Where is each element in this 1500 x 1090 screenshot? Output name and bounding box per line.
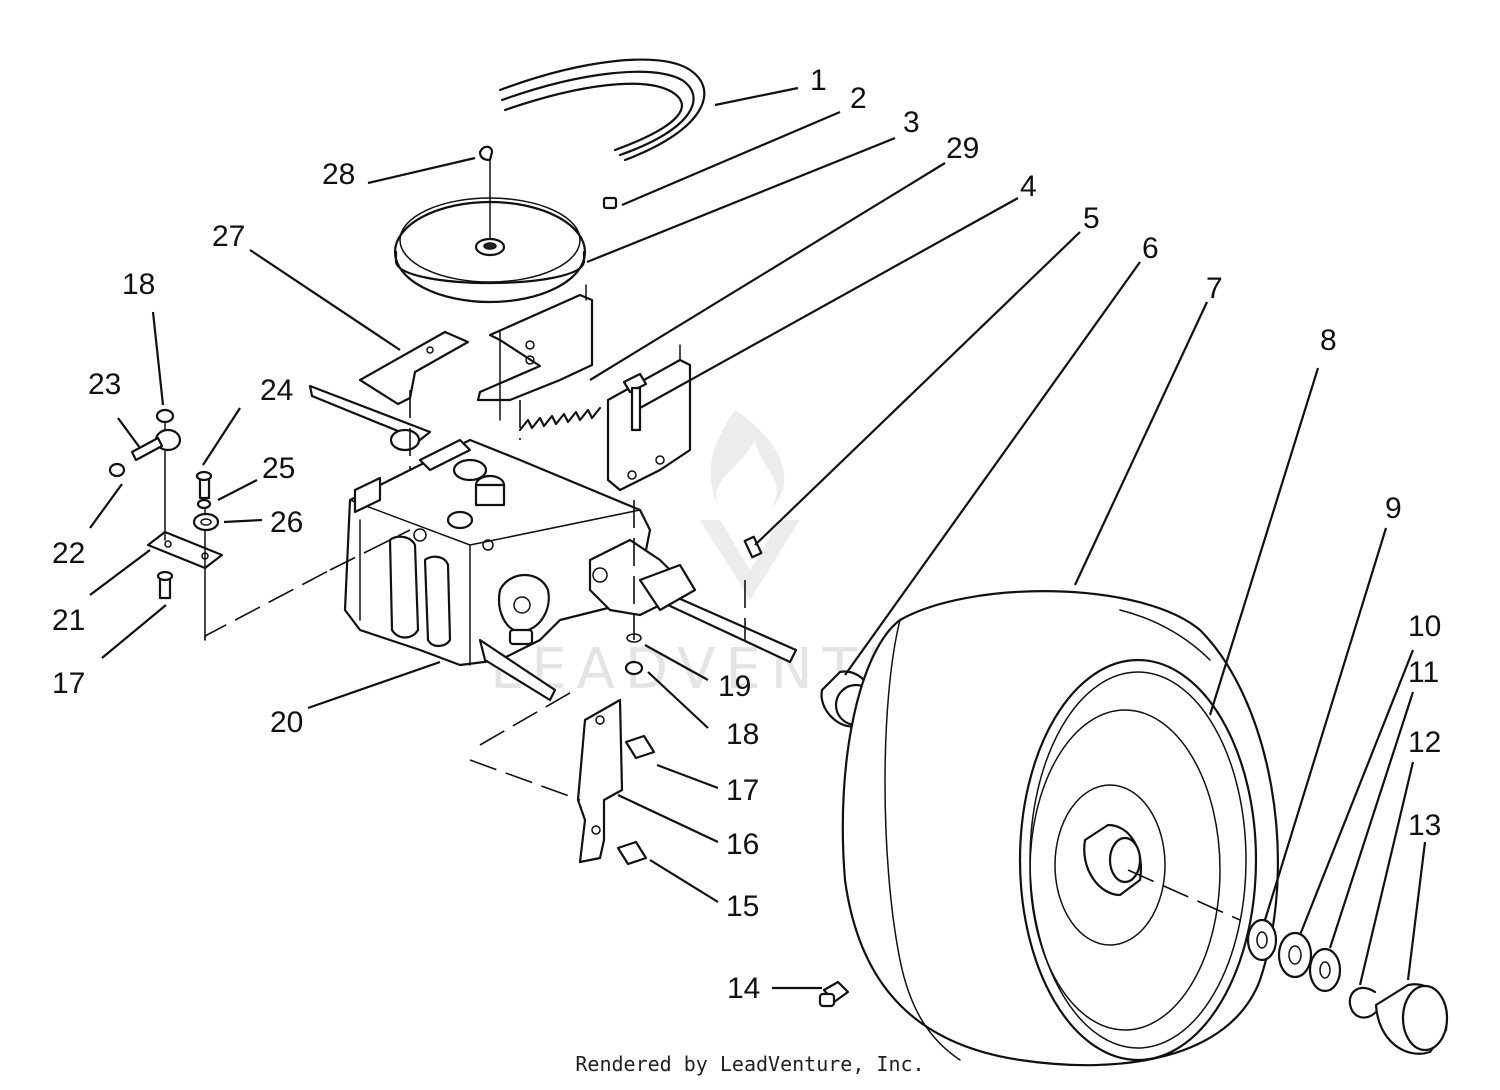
callout-13: 13	[1408, 809, 1441, 842]
callout-14: 14	[727, 972, 760, 1005]
leader-lines	[89, 86, 1427, 990]
pulley	[393, 145, 618, 304]
callout-9: 9	[1385, 492, 1402, 525]
callout-7: 7	[1206, 272, 1223, 305]
callout-11: 11	[1408, 656, 1439, 689]
washer-26	[192, 512, 220, 532]
callout-24: 24	[260, 374, 293, 407]
callout-29: 29	[946, 132, 979, 165]
nut-22	[108, 462, 126, 478]
bracket-bolt	[622, 372, 648, 432]
callout-4: 4	[1020, 170, 1037, 203]
valve-stem	[818, 980, 850, 1008]
bolt-17b	[624, 734, 656, 760]
spring	[518, 406, 602, 432]
link-plate-21	[146, 530, 224, 570]
washer-10	[1277, 931, 1313, 979]
callout-5: 5	[1083, 202, 1100, 235]
callout-19: 19	[718, 670, 751, 703]
callout-16: 16	[726, 828, 759, 861]
e-clip	[1348, 986, 1378, 1019]
callout-26: 26	[270, 506, 303, 539]
rear-wheel	[841, 590, 1280, 1067]
transaxle	[308, 384, 798, 702]
callout-8: 8	[1320, 324, 1337, 357]
set-screw	[602, 196, 618, 210]
callout-20: 20	[270, 706, 303, 739]
key	[478, 145, 494, 162]
callout-27: 27	[212, 220, 245, 253]
callout-10: 10	[1408, 610, 1441, 643]
callout-6: 6	[1142, 232, 1159, 265]
callout-18: 18	[726, 718, 759, 751]
nut-18b	[624, 660, 644, 676]
callout-12: 12	[1408, 726, 1441, 759]
axle-bracket	[606, 344, 692, 492]
callout-23: 23	[88, 368, 121, 401]
drive-belt	[498, 58, 706, 162]
callouts: 1 2 3 29 4 5 6 7 8 9 10 11 12 13 14 15 1…	[52, 64, 1441, 1005]
axle-hardware	[1246, 918, 1449, 1055]
link-plate	[358, 330, 470, 406]
bolt-15	[616, 840, 648, 866]
shift-linkage	[108, 408, 224, 641]
roll-pin	[743, 535, 763, 559]
callout-28: 28	[322, 158, 355, 191]
callout-15: 15	[726, 890, 759, 923]
callout-17-left: 17	[52, 667, 85, 700]
callout-17: 17	[726, 774, 759, 807]
rod-23	[130, 436, 164, 462]
nut-18	[155, 408, 175, 424]
callout-25: 25	[262, 452, 295, 485]
callout-3: 3	[903, 106, 920, 139]
lower-bracket	[576, 633, 656, 866]
washer-11	[1308, 947, 1342, 993]
callout-1: 1	[810, 64, 827, 97]
callout-21: 21	[52, 604, 85, 637]
washer-9	[1246, 918, 1278, 962]
washer-25	[196, 498, 212, 510]
credit-line: Rendered by LeadVenture, Inc.	[575, 1052, 925, 1076]
tension-bracket	[476, 284, 594, 421]
callout-18-top: 18	[122, 268, 155, 301]
callout-22: 22	[52, 537, 85, 570]
assembly-guides	[204, 390, 1241, 921]
callout-2: 2	[850, 82, 867, 115]
